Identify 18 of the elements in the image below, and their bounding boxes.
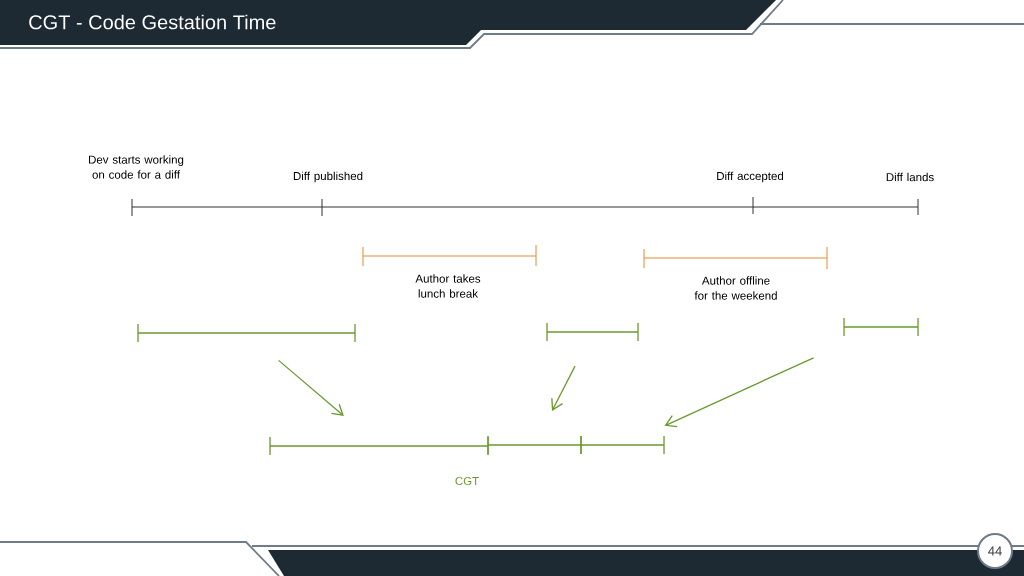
arrow xyxy=(277,359,344,417)
arrow xyxy=(664,357,815,428)
arrow xyxy=(551,365,576,411)
span-bar xyxy=(580,435,665,455)
span-bar xyxy=(843,317,919,337)
event-label: Dev starts working on code for a diff xyxy=(89,155,184,179)
result-label: CGT xyxy=(455,476,479,486)
span-bar xyxy=(546,322,639,342)
event-label: Diff published xyxy=(293,171,363,183)
range-label: Author takes lunch break xyxy=(415,274,481,298)
event-label: Diff accepted xyxy=(717,171,784,183)
span-bar xyxy=(487,435,582,455)
range-label: Author offline for the weekend xyxy=(694,276,777,300)
event-label: Diff lands xyxy=(886,172,934,182)
span-bar xyxy=(137,323,356,343)
slide-title: CGT - Code Gestation Time xyxy=(29,14,276,30)
span-bar xyxy=(269,436,489,456)
page-number: 44 xyxy=(977,533,1013,569)
